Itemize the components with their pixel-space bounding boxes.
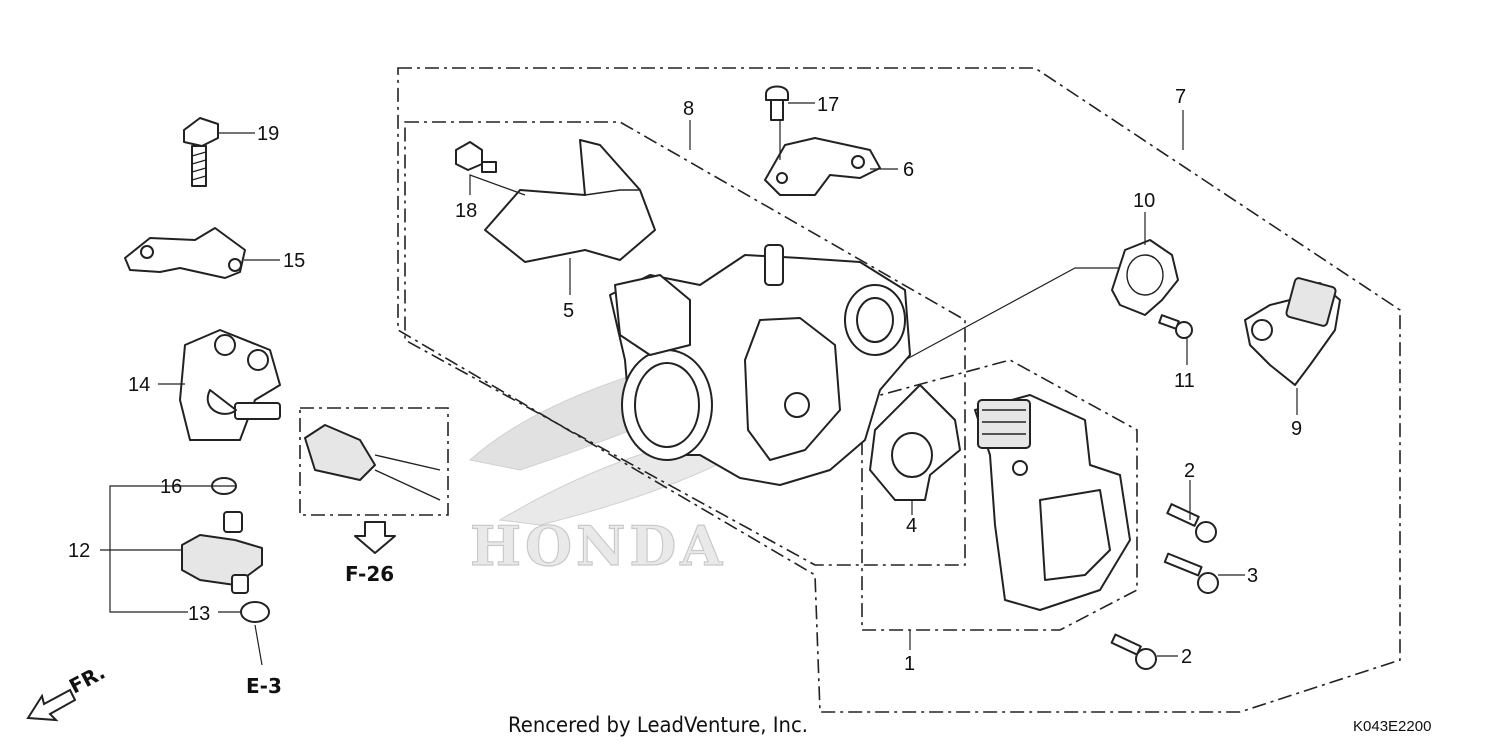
callout-8: 8 [683, 98, 694, 120]
front-arrow-icon: FR. [26, 660, 109, 722]
callout-5: 5 [563, 300, 574, 322]
callout-18: 18 [455, 200, 477, 222]
screw-17[interactable] [765, 85, 789, 121]
callout-13: 13 [188, 603, 210, 625]
ref-e3[interactable]: E-3 [246, 674, 282, 698]
callout-1: 1 [904, 653, 915, 675]
callout-10: 10 [1133, 190, 1155, 212]
gasket-4[interactable] [869, 384, 961, 501]
seal-13[interactable] [240, 601, 270, 623]
callout-11: 11 [1174, 370, 1195, 392]
throttle-body-8[interactable] [609, 244, 911, 486]
callout-6: 6 [903, 159, 914, 181]
callout-19: 19 [257, 123, 279, 145]
screw-2-lower[interactable] [1110, 633, 1157, 670]
callout-2-upper: 2 [1184, 460, 1195, 482]
callout-9: 9 [1291, 418, 1302, 440]
cover-5[interactable] [484, 139, 656, 263]
f26-reference-box [299, 407, 449, 516]
sensor-12[interactable] [181, 511, 263, 594]
callouts: 19 15 14 16 12 13 18 5 8 17 6 7 10 11 9 … [68, 86, 1302, 675]
sensor-unit-1[interactable] [974, 394, 1131, 611]
bracket-15[interactable] [124, 227, 246, 279]
screw-18[interactable] [455, 141, 497, 173]
callout-12: 12 [68, 540, 90, 562]
callout-3: 3 [1247, 565, 1258, 587]
callout-2-lower: 2 [1181, 646, 1192, 668]
assembly-8-outline [404, 121, 966, 566]
sensor-holder-14[interactable] [179, 329, 281, 441]
credit-text: Rencered by LeadVenture, Inc. [508, 713, 808, 737]
gasket-10[interactable] [1111, 239, 1179, 316]
assembly-7-outline [397, 67, 1401, 713]
bracket-6[interactable] [764, 137, 881, 196]
watermark-text: HONDA [470, 514, 726, 578]
callout-14: 14 [128, 374, 150, 396]
sensor-9[interactable] [1244, 277, 1341, 386]
screw-2-upper[interactable] [1166, 503, 1217, 543]
f26-arrow [354, 521, 396, 554]
callout-15: 15 [283, 250, 305, 272]
ref-f26[interactable]: F-26 [345, 562, 394, 586]
callout-16: 16 [160, 476, 182, 498]
f26-detail-part [304, 424, 441, 501]
screw-3[interactable] [1163, 552, 1219, 594]
diagram-code: K043E2200 [1353, 718, 1431, 735]
bolt-19[interactable] [183, 117, 219, 187]
callout-4: 4 [906, 515, 917, 537]
screw-11[interactable] [1158, 314, 1193, 339]
callout-17: 17 [817, 94, 839, 116]
leader-lines [100, 102, 1298, 666]
callout-7: 7 [1175, 86, 1186, 108]
